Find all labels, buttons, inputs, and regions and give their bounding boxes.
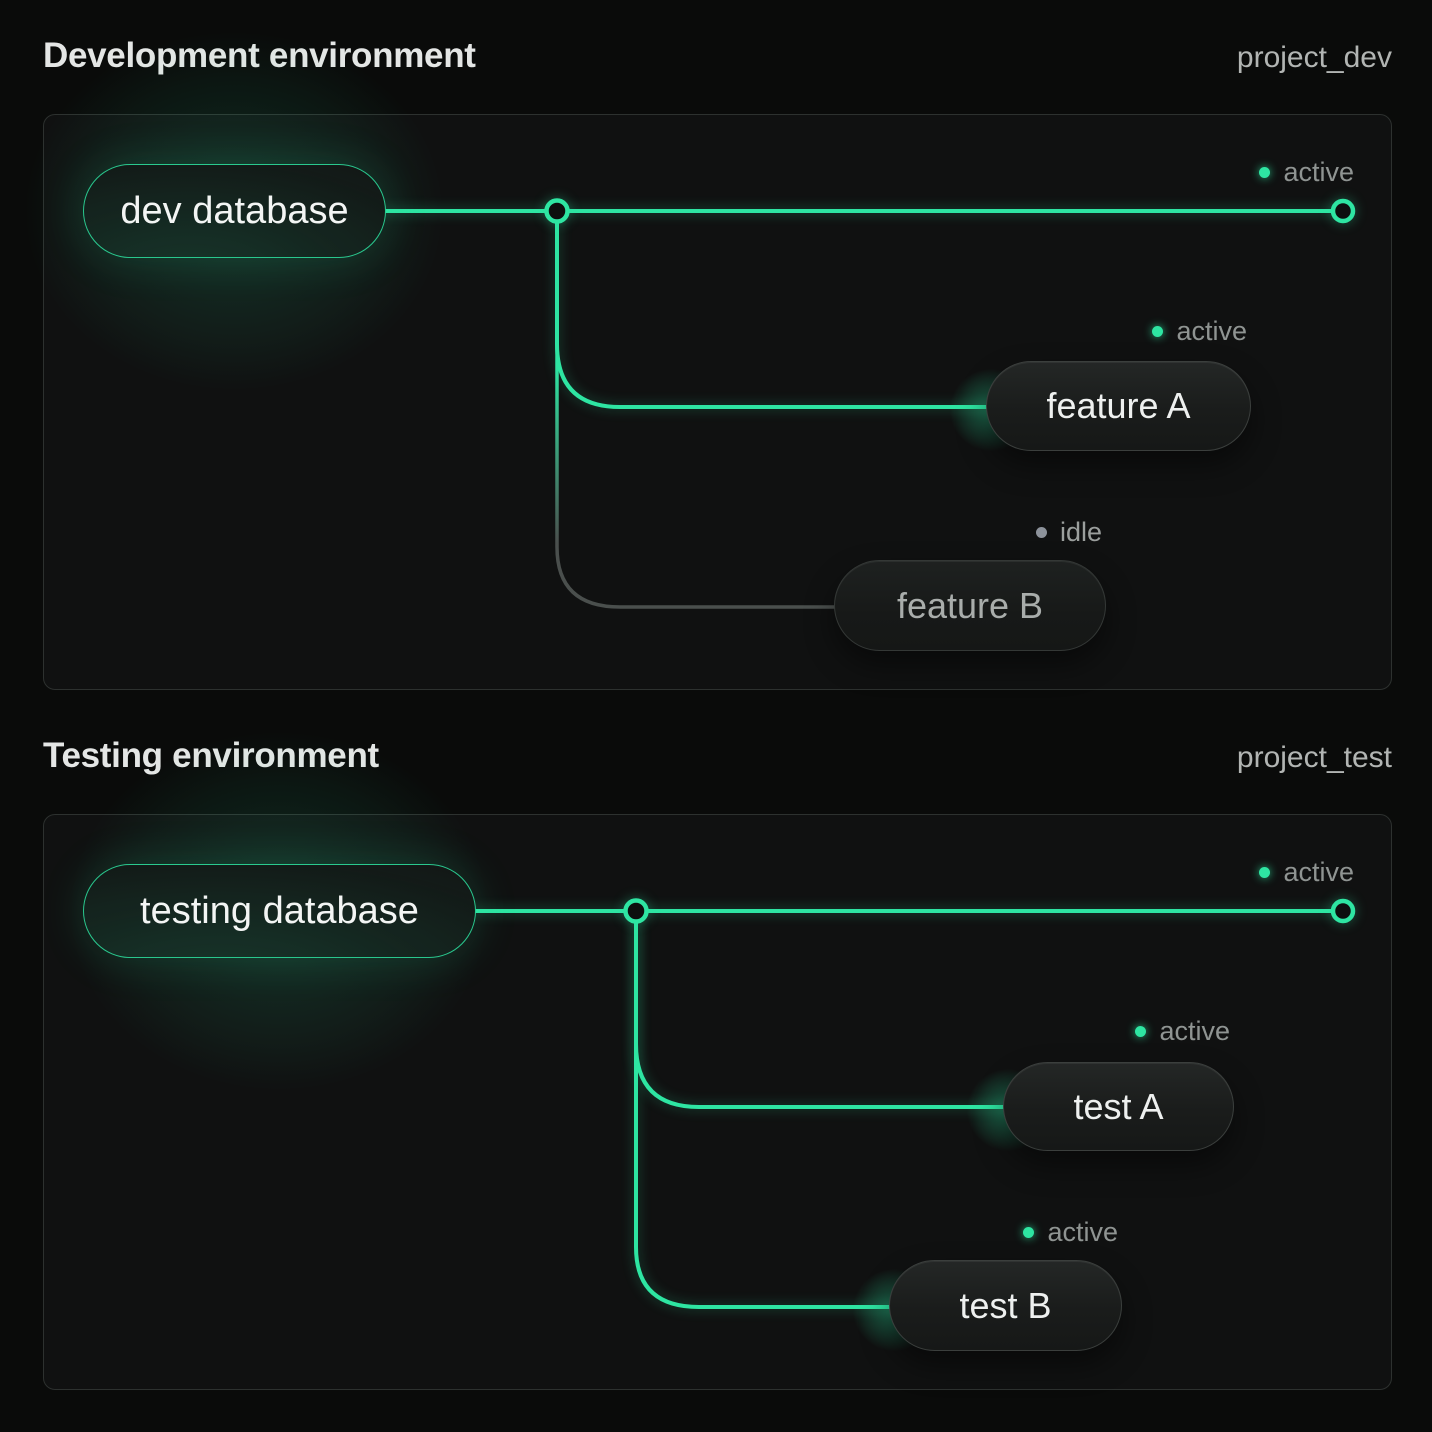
- dev-branch-graph: [374, 198, 1356, 609]
- test-b-label: test B: [959, 1284, 1052, 1326]
- branch-junction-node: [623, 898, 649, 924]
- test-a-branch-line: [634, 911, 1012, 1109]
- feature-b-status: idle: [1035, 513, 1102, 551]
- dev-database-label: dev database: [120, 189, 349, 232]
- test-a-node[interactable]: test A: [1003, 1062, 1234, 1151]
- status-label: active: [1283, 156, 1354, 187]
- feature-b-branch-line: [555, 225, 844, 609]
- idle-status-dot-icon: [1035, 526, 1047, 538]
- status-label: active: [1176, 315, 1247, 346]
- active-status-dot-icon: [1023, 1226, 1035, 1238]
- section-title: Development environment: [43, 36, 476, 75]
- main-branch-end-node: [1330, 198, 1356, 224]
- feature-b-node[interactable]: feature B: [834, 560, 1106, 651]
- test-a-label: test A: [1073, 1085, 1164, 1127]
- feature-b-label: feature B: [896, 584, 1044, 626]
- main-branch-end-node: [1330, 898, 1356, 924]
- project-name-label: project_dev: [1236, 41, 1392, 74]
- main-branch-status: active: [1259, 853, 1354, 891]
- active-status-dot-icon: [1259, 166, 1271, 178]
- dev-database-node[interactable]: dev database: [83, 164, 386, 258]
- active-status-dot-icon: [1135, 1025, 1147, 1037]
- dev-branch-graph-panel: dev database active active feature A idl…: [0, 0, 1392, 690]
- section-title: Testing environment: [43, 736, 379, 775]
- main-branch-status: active: [1259, 153, 1354, 191]
- feature-a-status: active: [1152, 312, 1247, 350]
- status-label: active: [1159, 1015, 1230, 1046]
- active-status-dot-icon: [1152, 325, 1164, 337]
- testing-database-label: testing database: [140, 889, 419, 932]
- test-b-branch-line: [634, 925, 899, 1309]
- test-branch-graph-panel: testing database active active test A ac…: [0, 671, 1392, 1390]
- test-a-status: active: [1135, 1012, 1230, 1050]
- status-label: active: [1283, 856, 1354, 887]
- dev-section-header: Development environment project_dev: [43, 36, 1392, 84]
- status-label: idle: [1059, 516, 1102, 547]
- status-label: active: [1047, 1216, 1118, 1247]
- feature-a-node[interactable]: feature A: [986, 361, 1251, 451]
- test-b-status: active: [1023, 1213, 1118, 1251]
- feature-a-branch-line: [555, 211, 994, 409]
- feature-a-label: feature A: [1046, 385, 1191, 426]
- branch-junction-node: [544, 198, 570, 224]
- test-branch-graph: [464, 898, 1356, 1309]
- active-status-dot-icon: [1259, 866, 1271, 878]
- testing-database-node[interactable]: testing database: [83, 864, 476, 958]
- test-section-header: Testing environment project_test: [43, 736, 1392, 784]
- project-name-label: project_test: [1236, 741, 1392, 774]
- test-b-node[interactable]: test B: [889, 1260, 1122, 1351]
